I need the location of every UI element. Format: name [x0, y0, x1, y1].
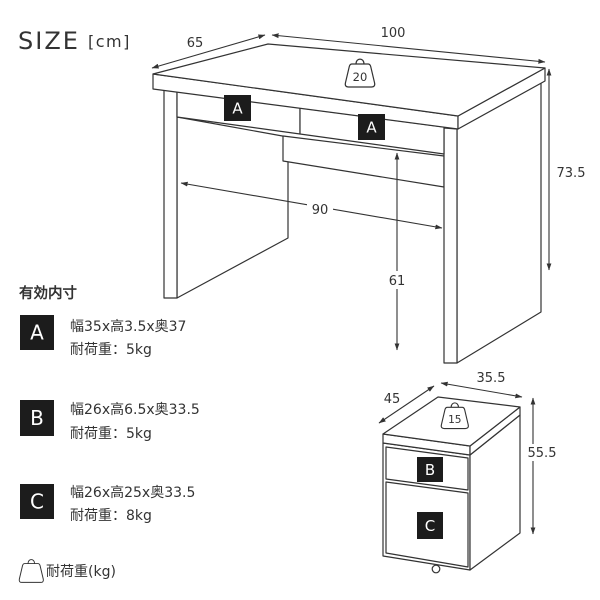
- inner-dimensions-heading: 有効内寸: [19, 284, 77, 302]
- list-item: A 幅35x高3.5x奥37 耐荷重：5kg: [20, 315, 186, 358]
- desk-inner-width-label: 90: [312, 203, 329, 218]
- desk-drawer-right-badge: [358, 114, 385, 140]
- weight-icon: 15: [440, 402, 469, 430]
- list-item: B 幅26x高6.5x奥33.5 耐荷重：5kg: [20, 400, 200, 442]
- desk-drawer-left-badge: [224, 95, 251, 121]
- desk-drawing: A A 20: [152, 43, 546, 364]
- weight-icon-body: [344, 63, 376, 88]
- title: SIZE: [18, 27, 80, 55]
- weight-icon-body: [18, 563, 44, 583]
- desk-left-leg-inner: [176, 116, 289, 299]
- desk-inner-height-label-bg: [386, 271, 408, 289]
- desk-load-value: 20: [353, 70, 368, 84]
- desk-drawer-left-label: A: [232, 100, 243, 118]
- cabinet-drawing: B C 15: [382, 396, 521, 574]
- drawer-c-size: 幅26x高25x奥33.5: [70, 484, 195, 501]
- desk-width-dimension-line: [271, 33, 546, 64]
- cabinet-drawer-c-label: C: [425, 517, 435, 535]
- cabinet-height-label-bg: [526, 444, 559, 461]
- drawer-a-badge: [20, 315, 54, 350]
- drawer-a-badge-label: A: [30, 321, 44, 345]
- cabinet-load-value: 15: [448, 414, 461, 426]
- desk-height-label: 73.5: [557, 166, 586, 181]
- desk-right-leg-side: [456, 82, 542, 364]
- title-unit: [cm]: [88, 32, 131, 51]
- legend: 耐荷重(kg): [18, 559, 116, 583]
- cabinet-caster: [431, 564, 441, 574]
- desk-left-leg-front: [163, 89, 178, 299]
- cabinet-depth-label: 45: [384, 392, 401, 407]
- drawer-b-load: 耐荷重：5kg: [70, 426, 152, 442]
- cabinet-height-label: 55.5: [528, 446, 557, 461]
- cabinet-depth-dimension-line: [378, 385, 435, 424]
- drawer-b-badge: [20, 400, 54, 436]
- cabinet-drawer-c-badge: [417, 512, 443, 539]
- inner-dimensions: 有効内寸 A 幅35x高3.5x奥37 耐荷重：5kg B 幅26x高6.5x奥…: [19, 284, 200, 524]
- desk-width-label: 100: [381, 26, 406, 41]
- weight-icon: 20: [344, 58, 376, 88]
- cabinet-width-dimension-line: [440, 381, 523, 399]
- drawer-c-load: 耐荷重：8kg: [70, 508, 152, 524]
- drawer-c-badge-label: C: [30, 490, 44, 514]
- drawer-b-badge-label: B: [30, 406, 44, 430]
- legend-text: 耐荷重(kg): [46, 564, 116, 580]
- desk-depth-dimension-line: [151, 34, 266, 69]
- cabinet-drawer-b-badge: [417, 457, 443, 482]
- drawer-a-size: 幅35x高3.5x奥37: [70, 318, 186, 335]
- desk-drawer-right-label: A: [366, 119, 377, 137]
- drawer-b-size: 幅26x高6.5x奥33.5: [70, 401, 200, 418]
- drawer-c-badge: [20, 484, 54, 519]
- weight-icon-handle: [27, 559, 36, 565]
- list-item: C 幅26x高25x奥33.5 耐荷重：8kg: [20, 484, 195, 524]
- weight-icon: [18, 559, 44, 583]
- desk-dimensions: 65 100 73.5 90 61: [151, 26, 586, 351]
- cabinet-width-label: 35.5: [477, 371, 506, 386]
- desk-inner-height-label: 61: [389, 274, 406, 289]
- cabinet-dimensions: 45 35.5 55.5: [378, 371, 559, 535]
- desk-depth-label: 65: [187, 36, 204, 51]
- weight-icon-handle: [450, 402, 460, 408]
- cabinet-drawer-b-label: B: [425, 461, 435, 479]
- desk-right-leg-front: [443, 127, 458, 364]
- drawer-a-load: 耐荷重：5kg: [70, 342, 152, 358]
- weight-icon-body: [440, 406, 469, 430]
- desk-inner-width-label-bg: [307, 200, 333, 217]
